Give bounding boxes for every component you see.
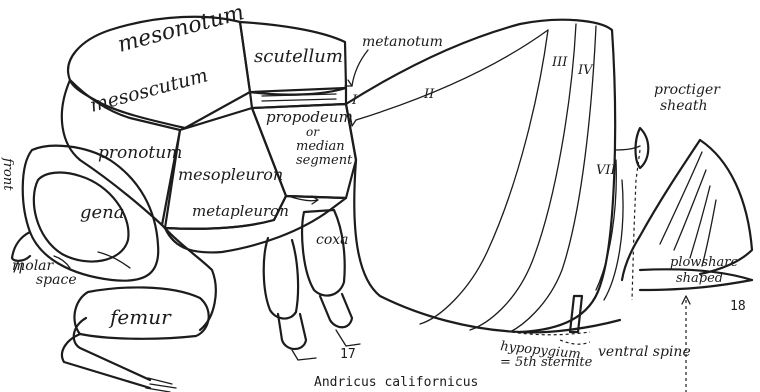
numeral-iii: III [551,55,568,70]
label-space: space [36,272,77,288]
ovipositor-spine [570,296,582,332]
mid-leg [264,238,316,360]
label-mesopleuron: mesopleuron [178,165,283,184]
label-shaped: shaped [676,271,723,286]
label-metapleuron: metapleuron [192,202,289,220]
label-or: or [306,125,320,139]
hind-coxa [302,210,360,346]
numeral-vii: VII [596,163,617,178]
label-mesonotum: mesonotum [115,0,247,58]
label-coxa: coxa [316,232,349,248]
numeral-i: I [351,93,358,108]
tergite-iii-band [420,30,548,324]
label-plowshare: plowshare [670,255,738,270]
figure-caption: Andricus californicus [314,375,478,390]
figure-number-17: 17 [340,347,356,362]
label-femur: femur [108,305,172,329]
label-segment: segment [296,153,353,168]
label-sheath: sheath [660,98,707,114]
label-ventral-spine: ventral spine [598,344,691,360]
label-median: median [296,139,345,154]
figure-number-18: 18 [730,299,746,314]
proctiger-sheath-shape [616,128,648,168]
label-gena: gena [80,202,125,223]
label-pronotum: pronotum [98,143,182,163]
numeral-ii: II [423,87,435,102]
numeral-iv: IV [577,63,594,78]
label-propodeum: propodeum [266,108,353,126]
label-proctiger: proctiger [654,82,721,98]
label-scutellum: scutellum [254,46,343,67]
label-metanotum: metanotum [362,34,443,50]
label-fifth-sternite: = 5th sternite [500,355,593,370]
label-mesoscutum: mesoscutum [88,64,211,117]
label-front: front [0,157,15,191]
gaster-outline [346,20,615,332]
